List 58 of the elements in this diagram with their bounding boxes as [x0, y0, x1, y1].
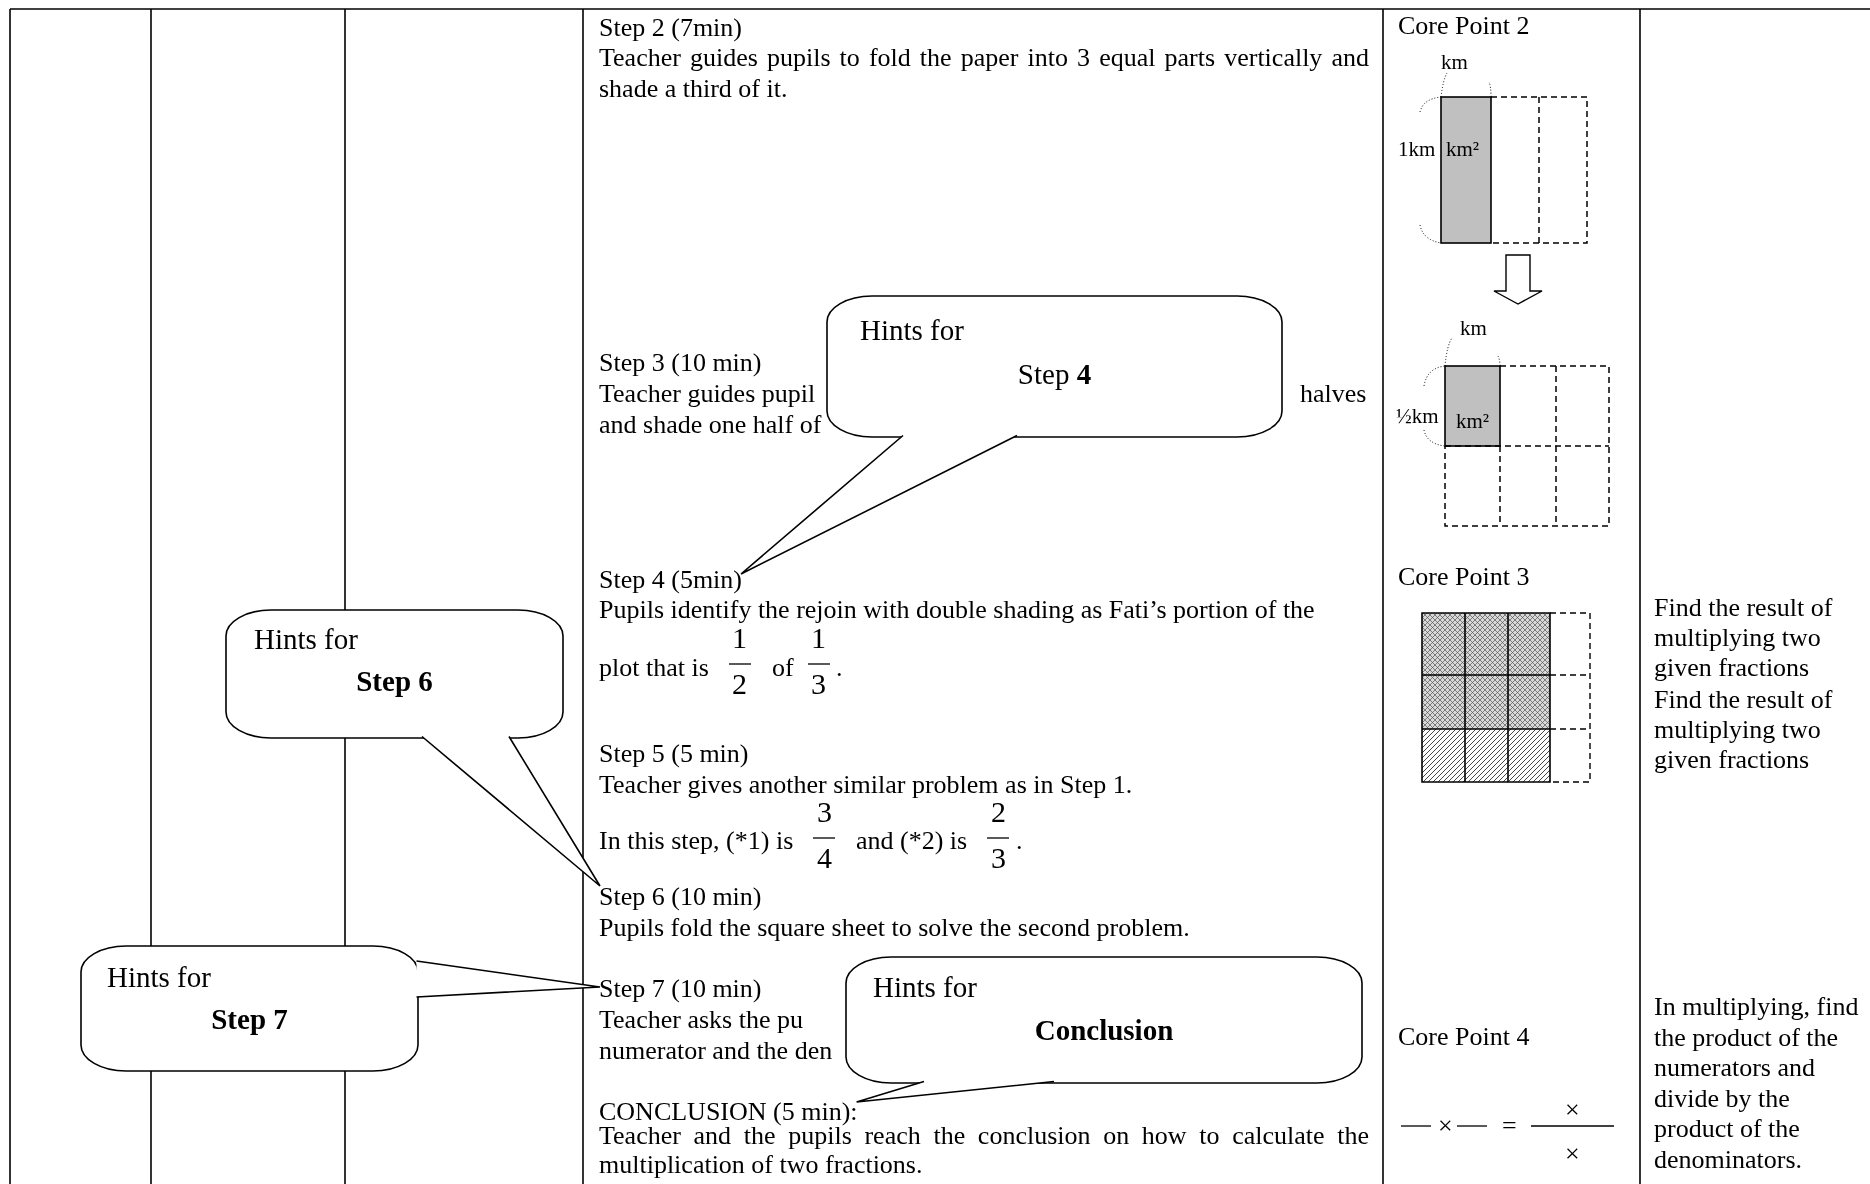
callout-title: Step 6	[355, 664, 434, 698]
dimension-label: km	[1441, 49, 1468, 76]
step-description: In this step, (*1) is	[599, 825, 794, 856]
area-label: km²	[1446, 136, 1480, 163]
fraction-denominator: 4	[817, 842, 832, 873]
step-description: Teacher guides pupil	[599, 378, 816, 409]
core-point-heading: Core Point 4	[1398, 1021, 1530, 1052]
step-description: .	[1016, 825, 1023, 856]
callout-heading: Hints for	[873, 970, 977, 1004]
fraction-numerator: 1	[811, 622, 826, 653]
speech-bubble	[826, 295, 1283, 438]
step-heading: Step 3 (10 min)	[599, 347, 762, 378]
fraction-denominator: 3	[811, 668, 826, 699]
step-description: plot that is	[599, 652, 709, 683]
step-description: .	[836, 652, 843, 683]
callout-title: Conclusion	[1033, 1013, 1175, 1047]
fraction-denominator: 2	[732, 668, 747, 699]
step-description: of	[772, 652, 794, 683]
step-heading: CONCLUSION (5 min):	[599, 1096, 858, 1127]
callout-heading: Hints for	[860, 313, 964, 347]
step-description: Pupils identify the rejoin with double shading as Fati’s portion of the	[599, 594, 1315, 625]
core-point-heading: Core Point 3	[1398, 561, 1530, 592]
dimension-label: km	[1460, 315, 1487, 342]
callout-pointer	[855, 1080, 1055, 1103]
step-description: Teacher guides pupils to fold the paper into 3 equal parts vertically and shade a third of it.	[599, 42, 1369, 104]
callout-pointer	[415, 960, 601, 998]
core-point-heading: Core Point 2	[1398, 10, 1530, 41]
objective-text: In multiplying, find the product of the numerators and divide by the product of the denominators.	[1654, 992, 1860, 1175]
step-heading: Step 6 (10 min)	[599, 881, 762, 912]
speech-bubble	[80, 945, 419, 1072]
step-heading: Step 4 (5min)	[599, 564, 742, 595]
callout-pointer	[421, 735, 601, 887]
step-description: and shade one half of	[599, 409, 822, 440]
callout-title: Step 4	[1016, 357, 1093, 391]
callout-pointer	[740, 434, 1018, 575]
callout-heading: Hints for	[254, 622, 358, 656]
multiplication-sign: ×	[1565, 1138, 1580, 1169]
speech-bubble	[225, 609, 564, 739]
fraction-numerator: 1	[732, 622, 747, 653]
fraction-denominator: 3	[991, 842, 1006, 873]
area-label: km²	[1456, 408, 1490, 435]
objective-text: Find the result of multiplying two given fractions	[1654, 685, 1834, 775]
step-heading: Step 7 (10 min)	[599, 973, 762, 1004]
step-description: halves	[1300, 378, 1367, 409]
multiplication-sign: ×	[1565, 1094, 1580, 1125]
step-description: numerator and the den	[599, 1035, 833, 1066]
step-heading: Step 5 (5 min)	[599, 738, 749, 769]
dimension-label: ½km	[1396, 403, 1439, 430]
objective-text: Find the result of multiplying two given fractions	[1654, 593, 1834, 683]
step-description: Teacher asks the pu	[599, 1004, 803, 1035]
callout-title: Step 7	[210, 1002, 289, 1036]
step-heading: Step 2 (7min)	[599, 12, 742, 43]
equals-sign: =	[1502, 1110, 1517, 1141]
step-description: and (*2) is	[856, 825, 968, 856]
callout-heading: Hints for	[107, 960, 211, 994]
multiplication-sign: ×	[1438, 1110, 1453, 1141]
step-description: Pupils fold the square sheet to solve the second problem.	[599, 912, 1190, 943]
dimension-label: 1km	[1398, 136, 1436, 163]
